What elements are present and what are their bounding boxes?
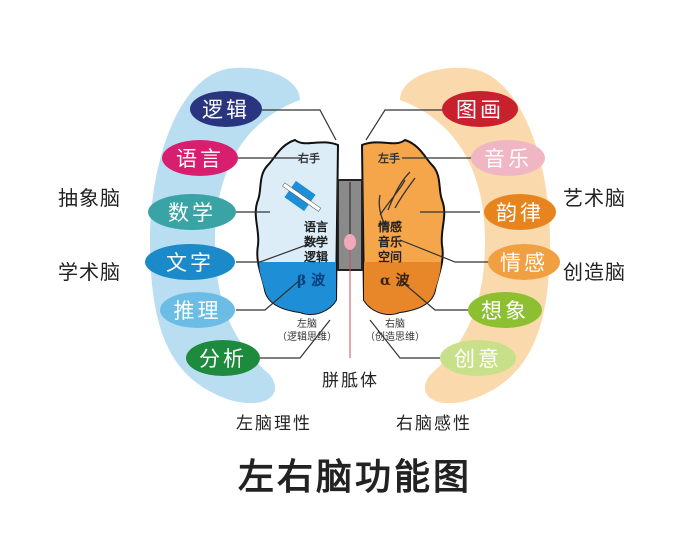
left-inner-text: 语言 数学 逻辑 bbox=[296, 220, 336, 265]
right-brain-caption-line: （创造思维） bbox=[365, 332, 425, 343]
right-brain-caption: 右脑 （创造思维） bbox=[360, 318, 430, 344]
function-pill-logic: 逻辑 bbox=[190, 91, 262, 127]
function-pill-emotion: 情感 bbox=[488, 244, 560, 280]
left-inner-line: 语言 bbox=[303, 220, 328, 234]
left-inner-line: 数学 bbox=[303, 235, 328, 249]
alpha-wave-label: α 波 bbox=[380, 273, 410, 289]
right-inner-line: 情感 bbox=[377, 220, 402, 234]
function-pill-music: 音乐 bbox=[471, 140, 545, 176]
right-hand-label: 右手 bbox=[298, 152, 320, 165]
category-abstract-brain: 抽象脑 bbox=[58, 186, 121, 210]
left-brain-caption-line: 左脑 bbox=[297, 319, 317, 330]
left-brain-caption: 左脑 （逻辑思维） bbox=[272, 318, 342, 344]
function-pill-imagination: 想象 bbox=[468, 292, 542, 328]
right-inner-text: 情感 音乐 空间 bbox=[370, 220, 410, 265]
category-art-brain: 艺术脑 bbox=[563, 186, 626, 210]
left-brain-caption-line: （逻辑思维） bbox=[277, 332, 337, 343]
pencil-hand-icon bbox=[282, 180, 322, 212]
function-pill-math: 数学 bbox=[148, 194, 236, 230]
left-inner-line: 逻辑 bbox=[303, 250, 328, 264]
left-wave-area bbox=[259, 262, 336, 315]
function-pill-drawing: 图画 bbox=[442, 91, 518, 127]
function-pill-writing: 文字 bbox=[145, 244, 235, 280]
left-brain-rational-label: 左脑理性 bbox=[236, 414, 312, 434]
left-hand-label: 左手 bbox=[378, 152, 400, 165]
function-pill-creativity: 创意 bbox=[440, 340, 516, 376]
page-title: 左右脑功能图 bbox=[238, 457, 473, 498]
corpus-callosum-label: 胼胝体 bbox=[322, 371, 379, 391]
beta-wave-label: β 波 bbox=[297, 273, 326, 289]
function-pill-rhythm: 韵律 bbox=[484, 194, 556, 230]
category-academic-brain: 学术脑 bbox=[58, 260, 121, 284]
hand-icon bbox=[378, 171, 416, 226]
function-pill-language: 语言 bbox=[162, 140, 238, 176]
function-pill-analysis: 分析 bbox=[186, 340, 260, 376]
left-connectors bbox=[236, 109, 337, 359]
right-wave-area bbox=[364, 262, 441, 315]
right-brain-caption-line: 右脑 bbox=[385, 319, 405, 330]
right-brain-emotional-label: 右脑感性 bbox=[396, 414, 472, 434]
right-inner-line: 音乐 bbox=[377, 235, 402, 249]
right-connectors bbox=[365, 109, 490, 359]
category-creative-brain: 创造脑 bbox=[563, 260, 626, 284]
function-pill-reasoning: 推理 bbox=[160, 292, 235, 328]
right-inner-line: 空间 bbox=[377, 250, 402, 264]
corpus-dot bbox=[344, 234, 356, 250]
